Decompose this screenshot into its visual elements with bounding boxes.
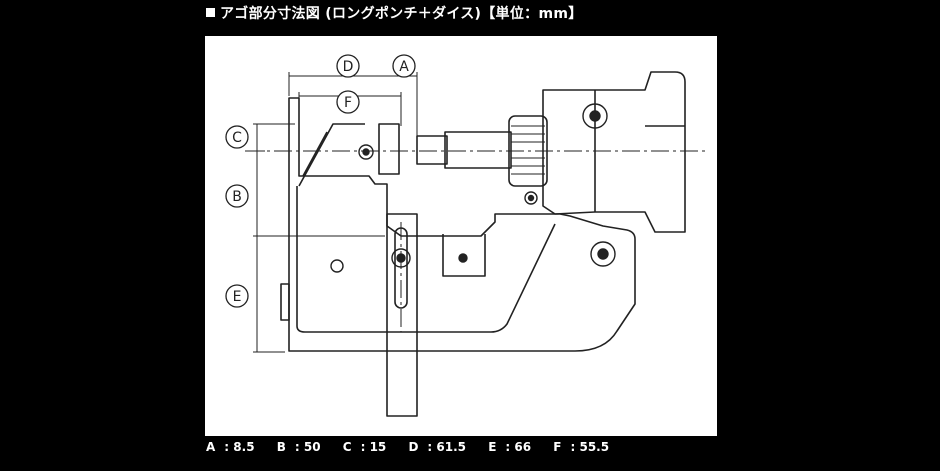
arm-slant-inner xyxy=(302,131,328,177)
label-circle-a xyxy=(392,54,416,78)
screw-bracket xyxy=(458,253,468,263)
label-circle-b xyxy=(225,184,249,208)
arm-slant xyxy=(298,123,365,187)
dimension-f: F: 55.5 xyxy=(553,440,610,454)
label-c: C xyxy=(232,130,242,146)
label-d: D xyxy=(343,59,354,75)
dimension-d: D: 61.5 xyxy=(408,440,467,454)
diagram-panel: D A F C B E xyxy=(205,36,717,436)
punch-shaft xyxy=(416,135,448,165)
screw-upper xyxy=(358,144,374,160)
dimension-e: E: 66 xyxy=(488,440,532,454)
label-b: B xyxy=(232,189,242,205)
head-housing xyxy=(542,71,686,233)
frame-outline xyxy=(288,97,636,352)
label-a: A xyxy=(399,59,409,75)
screw-left-body xyxy=(330,259,344,273)
label-circle-e xyxy=(225,284,249,308)
label-e: E xyxy=(233,289,242,305)
square-bullet-icon xyxy=(206,8,215,17)
page-title-text: アゴ部分寸法図 (ロングポンチ＋ダイス)【単位：mm】 xyxy=(220,6,583,22)
frame-inner-line xyxy=(296,186,556,333)
punch-shaft-long xyxy=(444,131,512,169)
page-title: アゴ部分寸法図 (ロングポンチ＋ダイス)【単位：mm】 xyxy=(206,3,583,23)
dimension-b: B: 50 xyxy=(276,440,321,454)
dimension-a: A: 8.5 xyxy=(206,440,255,454)
punch-holder xyxy=(378,123,400,175)
label-circle-f xyxy=(336,90,360,114)
label-circle-d xyxy=(336,54,360,78)
left-stopper xyxy=(280,283,290,321)
screw-lower-right xyxy=(590,241,616,267)
dimension-values: A: 8.5 B: 50 C: 15 D: 61.5 E: 66 F: 55.5 xyxy=(206,440,627,454)
label-circle-c xyxy=(225,125,249,149)
screw-head-top xyxy=(582,103,608,129)
dimension-c: C: 15 xyxy=(342,440,387,454)
knurl-lines xyxy=(511,125,545,175)
slide-bar xyxy=(386,213,418,417)
label-f: F xyxy=(344,95,352,111)
die-bracket xyxy=(442,234,486,277)
screw-small-knob xyxy=(524,191,538,205)
jaw-dimension-diagram: D A F C B E xyxy=(225,54,705,417)
